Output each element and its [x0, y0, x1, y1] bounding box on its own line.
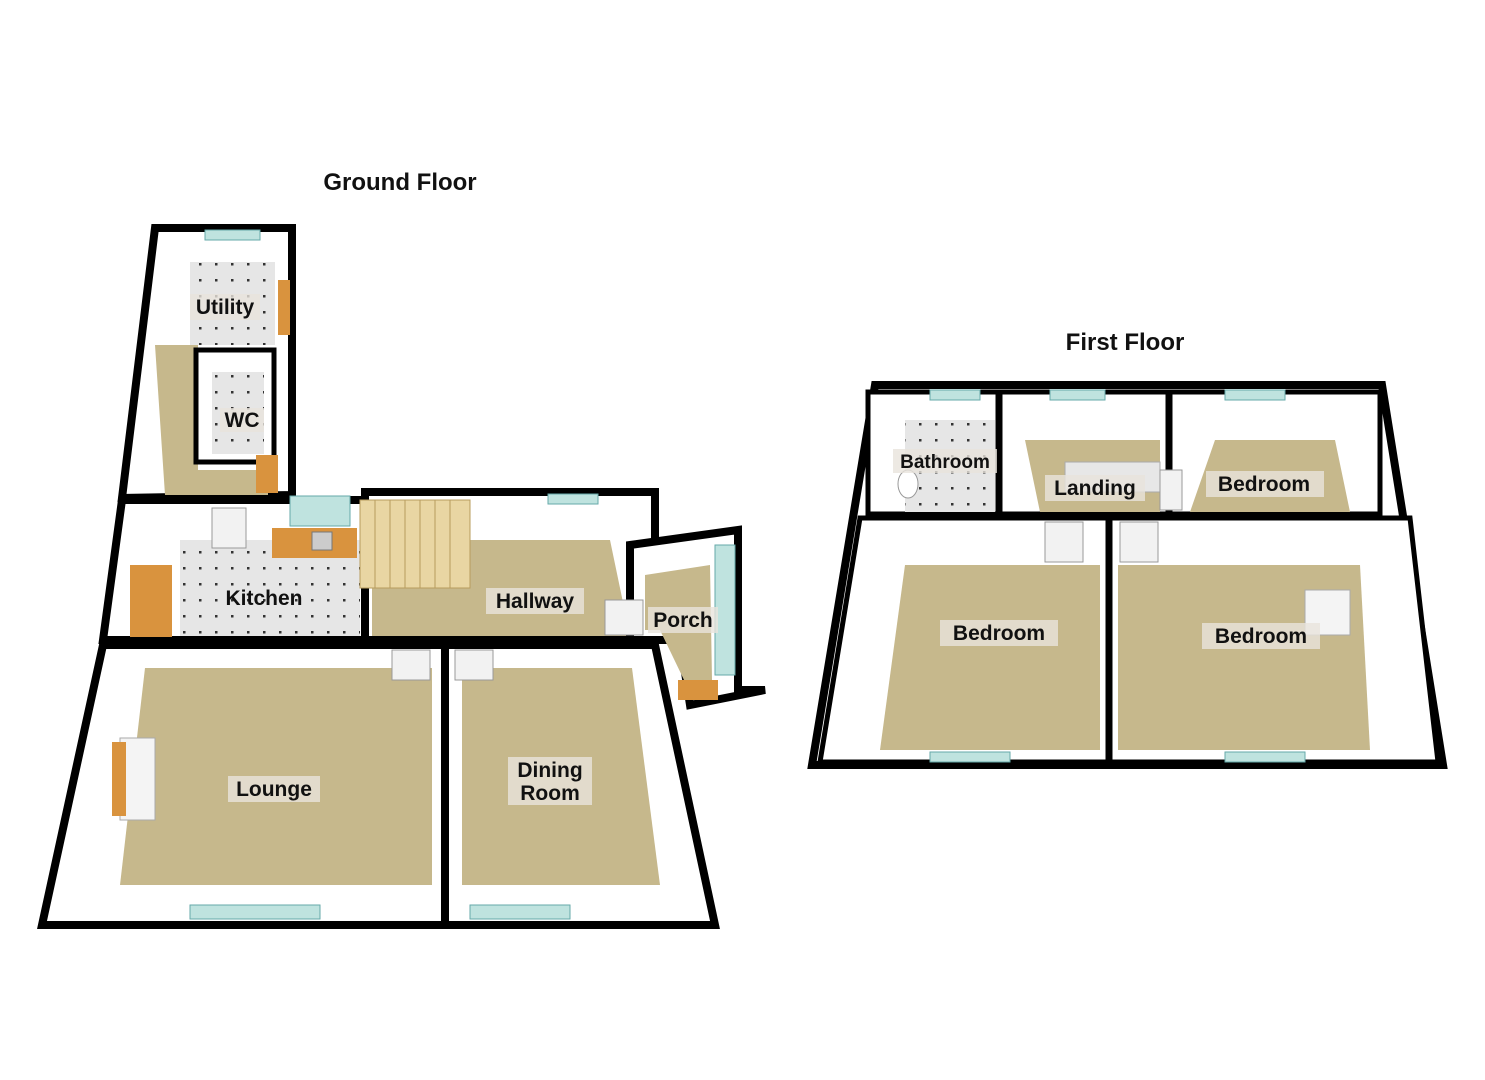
kitchen-door-to-utility[interactable] — [211, 507, 247, 549]
first-floor-plan: First Floor Bathroom Landing — [807, 329, 1448, 769]
bathroom-window — [929, 389, 981, 401]
room-label-dining-line2: Room — [520, 782, 580, 805]
bedroom-right-window — [1224, 751, 1306, 763]
dining-room-window — [469, 904, 571, 920]
room-label-bedroom-right: Bedroom — [1215, 625, 1307, 648]
utility-window — [204, 229, 261, 241]
room-label-kitchen: Kitchen — [225, 587, 302, 610]
kitchen-floor — [180, 540, 360, 636]
first-floor-title: First Floor — [1066, 329, 1185, 356]
room-label-utility: Utility — [196, 296, 255, 319]
dining-room-door[interactable] — [454, 649, 494, 681]
utility-back-door[interactable] — [278, 280, 290, 335]
small-bedroom-window — [1224, 389, 1286, 401]
small-bedroom-door[interactable] — [1159, 469, 1183, 511]
bedroom-left-window — [929, 751, 1011, 763]
room-label-wc: WC — [225, 409, 260, 432]
lounge-window — [189, 904, 321, 920]
bedroom-left-floor — [880, 565, 1100, 750]
room-label-hallway: Hallway — [496, 590, 575, 613]
bedroom-right-door[interactable] — [1119, 521, 1159, 563]
room-label-bathroom: Bathroom — [900, 452, 990, 473]
room-label-bedroom-left: Bedroom — [953, 622, 1045, 645]
landing-window — [1049, 389, 1106, 401]
toilet-icon — [897, 469, 919, 499]
hallway-window — [547, 493, 599, 505]
room-label-porch: Porch — [653, 609, 713, 632]
wc-door[interactable] — [256, 455, 278, 493]
ground-floor-plan: Ground Floor — [37, 169, 766, 929]
fireplace-hearth — [112, 742, 126, 816]
room-label-lounge: Lounge — [236, 778, 312, 801]
room-label-landing: Landing — [1054, 477, 1136, 500]
bedroom-left-door[interactable] — [1044, 521, 1084, 563]
ground-floor-title: Ground Floor — [323, 169, 476, 196]
room-label-dining-line1: Dining — [517, 759, 582, 782]
room-label-bedroom-small: Bedroom — [1218, 473, 1310, 496]
kitchen-worktop — [130, 565, 172, 637]
kitchen-window — [289, 495, 351, 527]
front-door[interactable] — [678, 680, 718, 700]
porch-inner-door[interactable] — [604, 599, 644, 636]
lounge-door[interactable] — [391, 649, 431, 681]
sink-icon — [311, 531, 333, 551]
staircase — [359, 499, 471, 589]
utility-corridor-floor — [155, 345, 268, 495]
